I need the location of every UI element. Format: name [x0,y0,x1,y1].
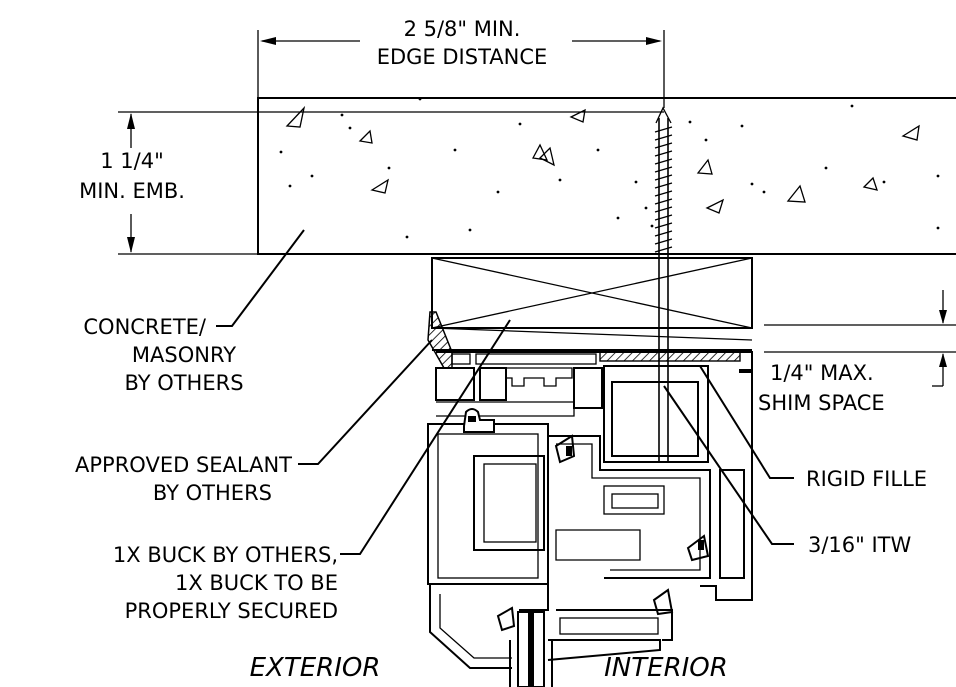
edge-distance-label-2: EDGE DISTANCE [377,45,548,69]
glazing-sash [509,611,553,687]
concrete-label-2: MASONRY [132,343,236,367]
embedment-label-2: MIN. EMB. [79,179,185,203]
wood-buck [431,257,753,329]
concrete-block [257,97,956,255]
gaskets [463,408,710,632]
exterior-label: EXTERIOR [250,653,381,683]
sealant-label-2: BY OTHERS [153,481,272,505]
concrete-label-3: BY OTHERS [124,371,243,395]
interior-label: INTERIOR [604,653,728,683]
buck-label-3: PROPERLY SECURED [125,599,338,623]
window-frame-extrusion [427,351,753,669]
edge-distance-dimension: 2 5/8" MIN. EDGE DISTANCE [257,17,665,108]
rigid-filler-label: RIGID FILLE [806,467,927,491]
edge-distance-label-1: 2 5/8" MIN. [404,17,521,41]
buck-label-1: 1X BUCK BY OTHERS, [113,543,338,567]
shim-label-1: 1/4" MAX. [770,361,874,385]
embedment-dimension: 1 1/4" MIN. EMB. [79,111,664,255]
sealant-label-1: APPROVED SEALANT [75,453,292,477]
concrete-label-1: CONCRETE/ [83,315,207,339]
screw-label: 3/16" ITW [808,533,912,557]
aggregate-marks [279,97,940,239]
callouts: CONCRETE/ MASONRY BY OTHERS APPROVED SEA… [75,315,927,683]
buck-label-2: 1X BUCK TO BE [175,571,338,595]
leader-lines [216,229,794,555]
embedment-label-1: 1 1/4" [100,149,164,173]
concrete-screw-anchor [654,106,673,462]
shim-label-2: SHIM SPACE [758,391,885,415]
shim-space: 1/4" MAX. SHIM SPACE [431,290,956,415]
